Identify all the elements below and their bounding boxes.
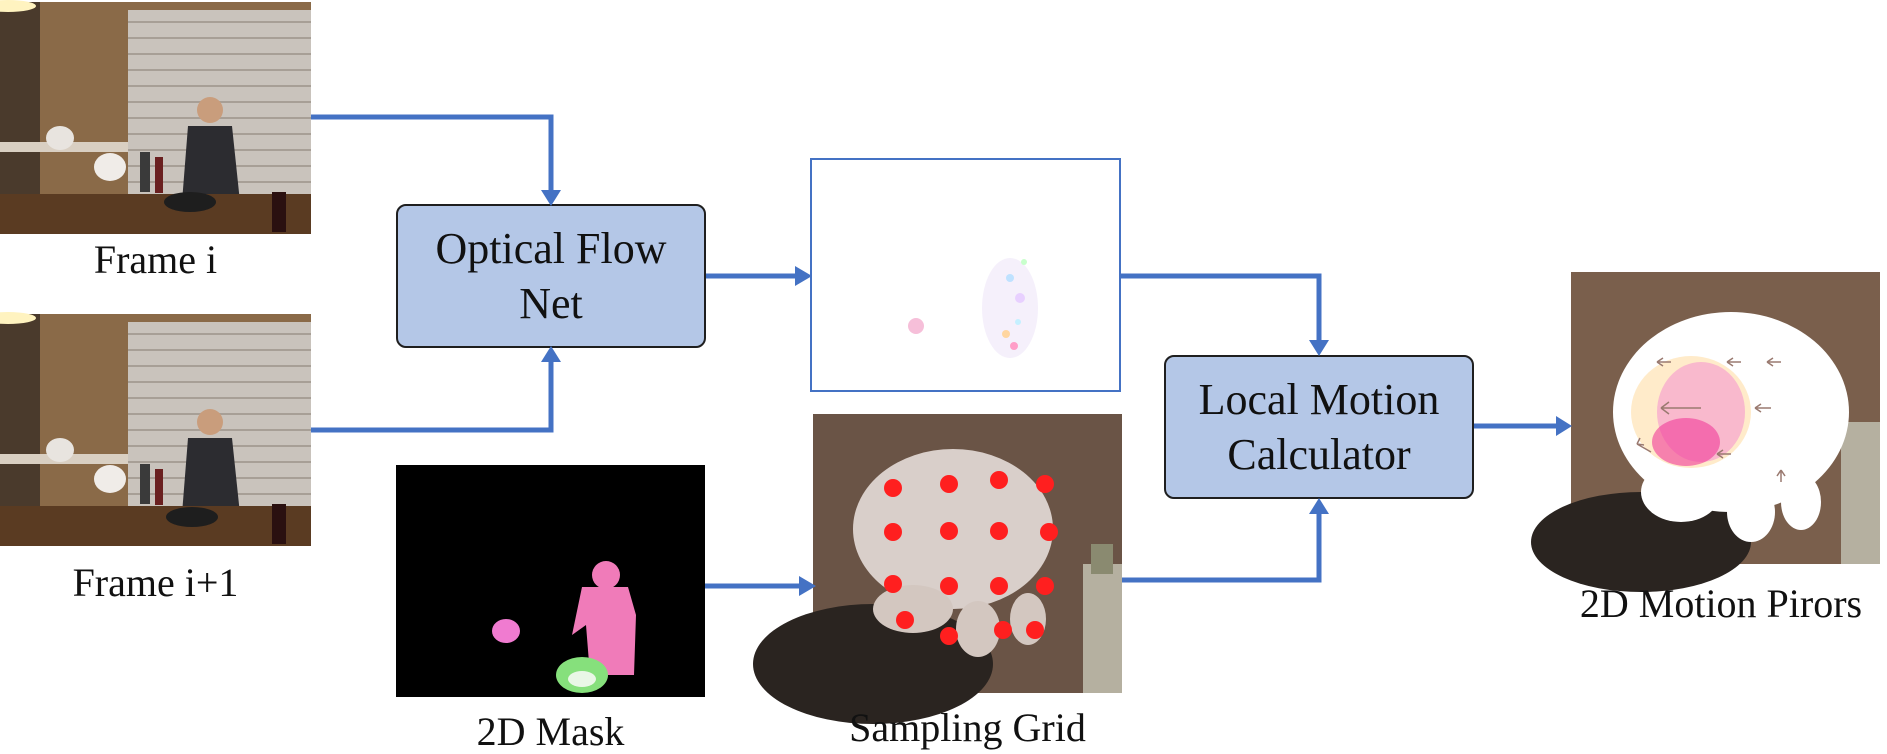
frame-i1-label: Frame i+1 <box>72 560 239 605</box>
local-motion-calculator-box: Local Motion Calculator <box>1164 355 1474 499</box>
arrow-sampling-grid-to-calculator <box>1122 512 1322 583</box>
arrow-frame-i1-to-flow-net <box>311 360 554 433</box>
mask-label: 2D Mask <box>476 709 625 754</box>
arrow-flow-image-to-calculator <box>1121 273 1322 342</box>
motion-priors-label: 2D Motion Pirors <box>1579 581 1863 626</box>
optical-flow-net-box: Optical Flow Net <box>396 204 706 348</box>
local-motion-line1: Local Motion <box>1198 375 1440 424</box>
motion-priors-image <box>1531 272 1880 592</box>
frame-i-label: Frame i <box>93 237 218 282</box>
optical-flow-image <box>810 158 1121 392</box>
sampling-grid-label: Sampling Grid <box>849 705 1086 750</box>
frame-i1-image <box>0 312 311 546</box>
sample-dots <box>884 471 1058 645</box>
optical-flow-net-line1: Optical Flow <box>435 224 667 273</box>
sampling-grid-image <box>753 414 1122 724</box>
optical-flow-net-line2: Net <box>519 279 583 328</box>
arrow-frame-i-to-flow-net <box>311 114 554 192</box>
frame-i-image <box>0 0 311 234</box>
local-motion-line2: Calculator <box>1227 430 1411 479</box>
mask-image <box>396 465 705 697</box>
